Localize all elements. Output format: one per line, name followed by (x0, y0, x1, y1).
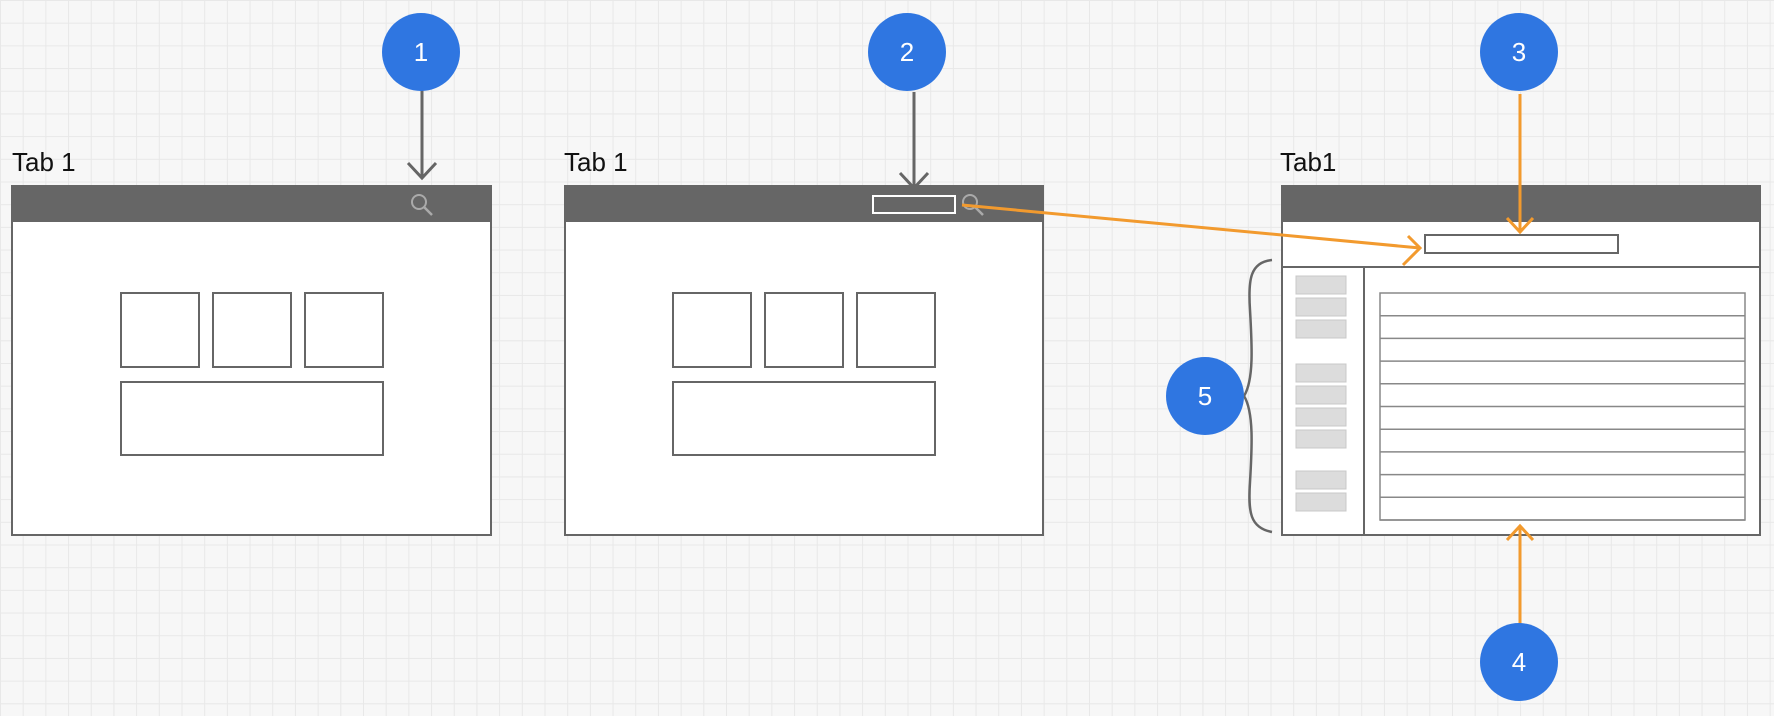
wireframe-3 (1281, 185, 1761, 536)
content-banner (120, 381, 384, 456)
callout-badge-4: 4 (1480, 623, 1558, 701)
arrow-callout-3 (1505, 94, 1535, 235)
content-tile (672, 292, 752, 368)
arrow-callout-4 (1505, 523, 1535, 627)
arrow-search-link (961, 203, 1423, 267)
wireframe-2-toolbar (565, 186, 1043, 222)
tab-label-2: Tab 1 (564, 147, 628, 177)
wireframe-2 (564, 185, 1044, 536)
search-field[interactable] (872, 195, 956, 214)
callout-badge-1: 1 (382, 13, 460, 91)
sidebar-item[interactable] (1295, 492, 1347, 512)
wireframe-1-toolbar (12, 186, 491, 222)
sidebar-item[interactable] (1295, 407, 1347, 427)
search-icon[interactable] (411, 194, 433, 216)
content-tile (212, 292, 292, 368)
content-tile (764, 292, 844, 368)
content-tile (120, 292, 200, 368)
arrow-callout-2 (898, 92, 930, 191)
sidebar-item[interactable] (1295, 429, 1347, 449)
content-tile (304, 292, 384, 368)
sidebar-item[interactable] (1295, 363, 1347, 383)
arrow-callout-1 (406, 90, 438, 181)
brace (1242, 258, 1273, 534)
results-table-rows (1380, 314, 1745, 521)
callout-badge-5: 5 (1166, 357, 1244, 435)
sidebar-item[interactable] (1295, 275, 1347, 295)
sidebar-item[interactable] (1295, 297, 1347, 317)
tab-label-3: Tab1 (1280, 147, 1337, 177)
callout-badge-3: 3 (1480, 13, 1558, 91)
callout-badge-2: 2 (868, 13, 946, 91)
search-icon[interactable] (962, 194, 984, 216)
sidebar-item[interactable] (1295, 319, 1347, 339)
search-results-field[interactable] (1424, 234, 1619, 254)
wireframe-1 (11, 185, 492, 536)
content-banner (672, 381, 936, 456)
sidebar-item[interactable] (1295, 470, 1347, 490)
tab-label-1: Tab 1 (12, 147, 76, 177)
sidebar-item[interactable] (1295, 385, 1347, 405)
sidebar (1295, 275, 1347, 512)
content-tile (856, 292, 936, 368)
